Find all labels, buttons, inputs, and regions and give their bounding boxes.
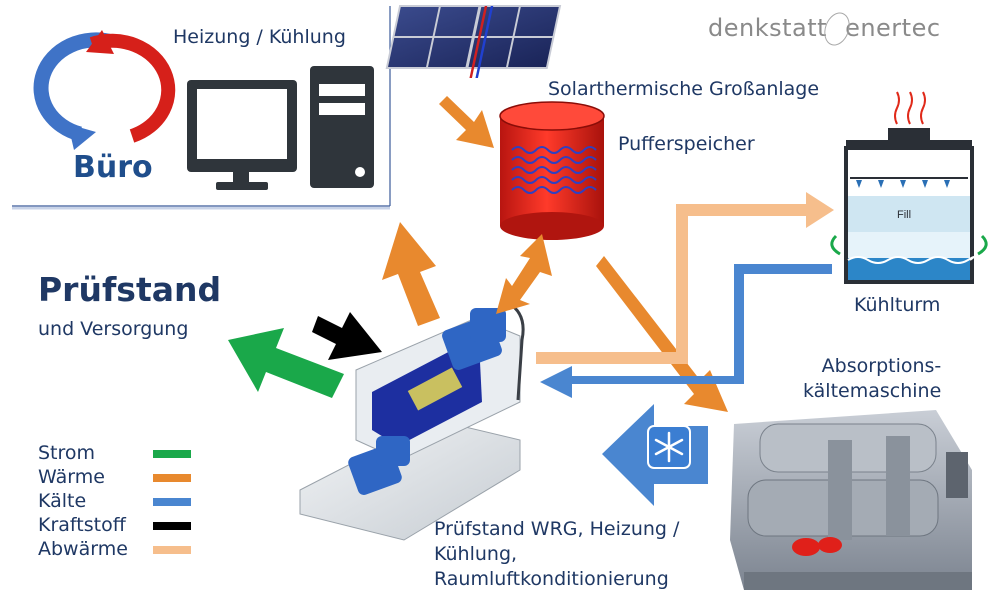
legend-swatch — [153, 450, 191, 458]
test-bench-hvac-label: Prüfstand WRG, Heizung / Kühlung, Raumlu… — [434, 517, 679, 592]
absorption-chiller-icon — [730, 410, 972, 590]
test-bench-icon — [299, 298, 525, 541]
solar-label: Solarthermische Großanlage — [548, 78, 820, 100]
legend-label: Kälte — [38, 490, 87, 512]
legend-swatch — [153, 546, 191, 554]
arrow-electricity — [228, 328, 344, 398]
cooling-tower-icon: Fill — [830, 91, 988, 284]
office-title: Büro — [73, 150, 153, 185]
buffer-label: Pufferspeicher — [618, 133, 755, 155]
office-box — [12, 6, 391, 210]
snowflake-icon — [647, 425, 691, 469]
bottom-label-line3: Raumluftkonditionierung — [434, 568, 669, 590]
legend-label: Wärme — [38, 466, 105, 488]
legend-label: Abwärme — [38, 538, 128, 560]
arrow-solar-to-buffer — [439, 96, 494, 148]
arrow-buffer-bench-bidirectional — [496, 234, 552, 314]
monitor-icon — [187, 80, 297, 190]
circular-arrows-icon — [33, 30, 176, 150]
arrow-buffer-to-chiller — [596, 256, 728, 412]
arrow-bench-to-office — [382, 222, 440, 326]
cooling-tower-label: Kühlturm — [854, 294, 941, 316]
arrow-waste-heat-to-cooling-tower — [536, 192, 834, 364]
legend-swatch — [153, 474, 191, 482]
legend-swatch — [153, 498, 191, 506]
logo-part1: denkstatt — [708, 14, 828, 42]
arrow-fuel — [312, 312, 382, 360]
chiller-label: Absorptions- kältemaschine — [803, 354, 941, 404]
office-caption: Heizung / Kühlung — [173, 26, 346, 48]
legend-label: Kraftstoff — [38, 514, 126, 536]
arrow-cooling-to-bench — [540, 264, 832, 398]
test-bench-title: Prüfstand — [38, 270, 222, 309]
legend-swatch — [153, 522, 191, 530]
chiller-label-line2: kältemaschine — [803, 380, 942, 402]
bottom-label-line2: Kühlung, — [434, 543, 518, 565]
company-logo: denkstatt enertec — [708, 8, 941, 50]
logo-part2: enertec — [845, 14, 941, 42]
test-bench-subtitle: und Versorgung — [38, 318, 189, 340]
fill-text: Fill — [897, 209, 911, 221]
legend-label: Strom — [38, 442, 96, 464]
buffer-tank-icon — [499, 101, 605, 240]
chiller-label-line1: Absorptions- — [821, 355, 942, 377]
solar-panel-icon — [385, 5, 562, 78]
bottom-label-line1: Prüfstand WRG, Heizung / — [434, 518, 680, 540]
computer-tower-icon — [310, 66, 374, 188]
